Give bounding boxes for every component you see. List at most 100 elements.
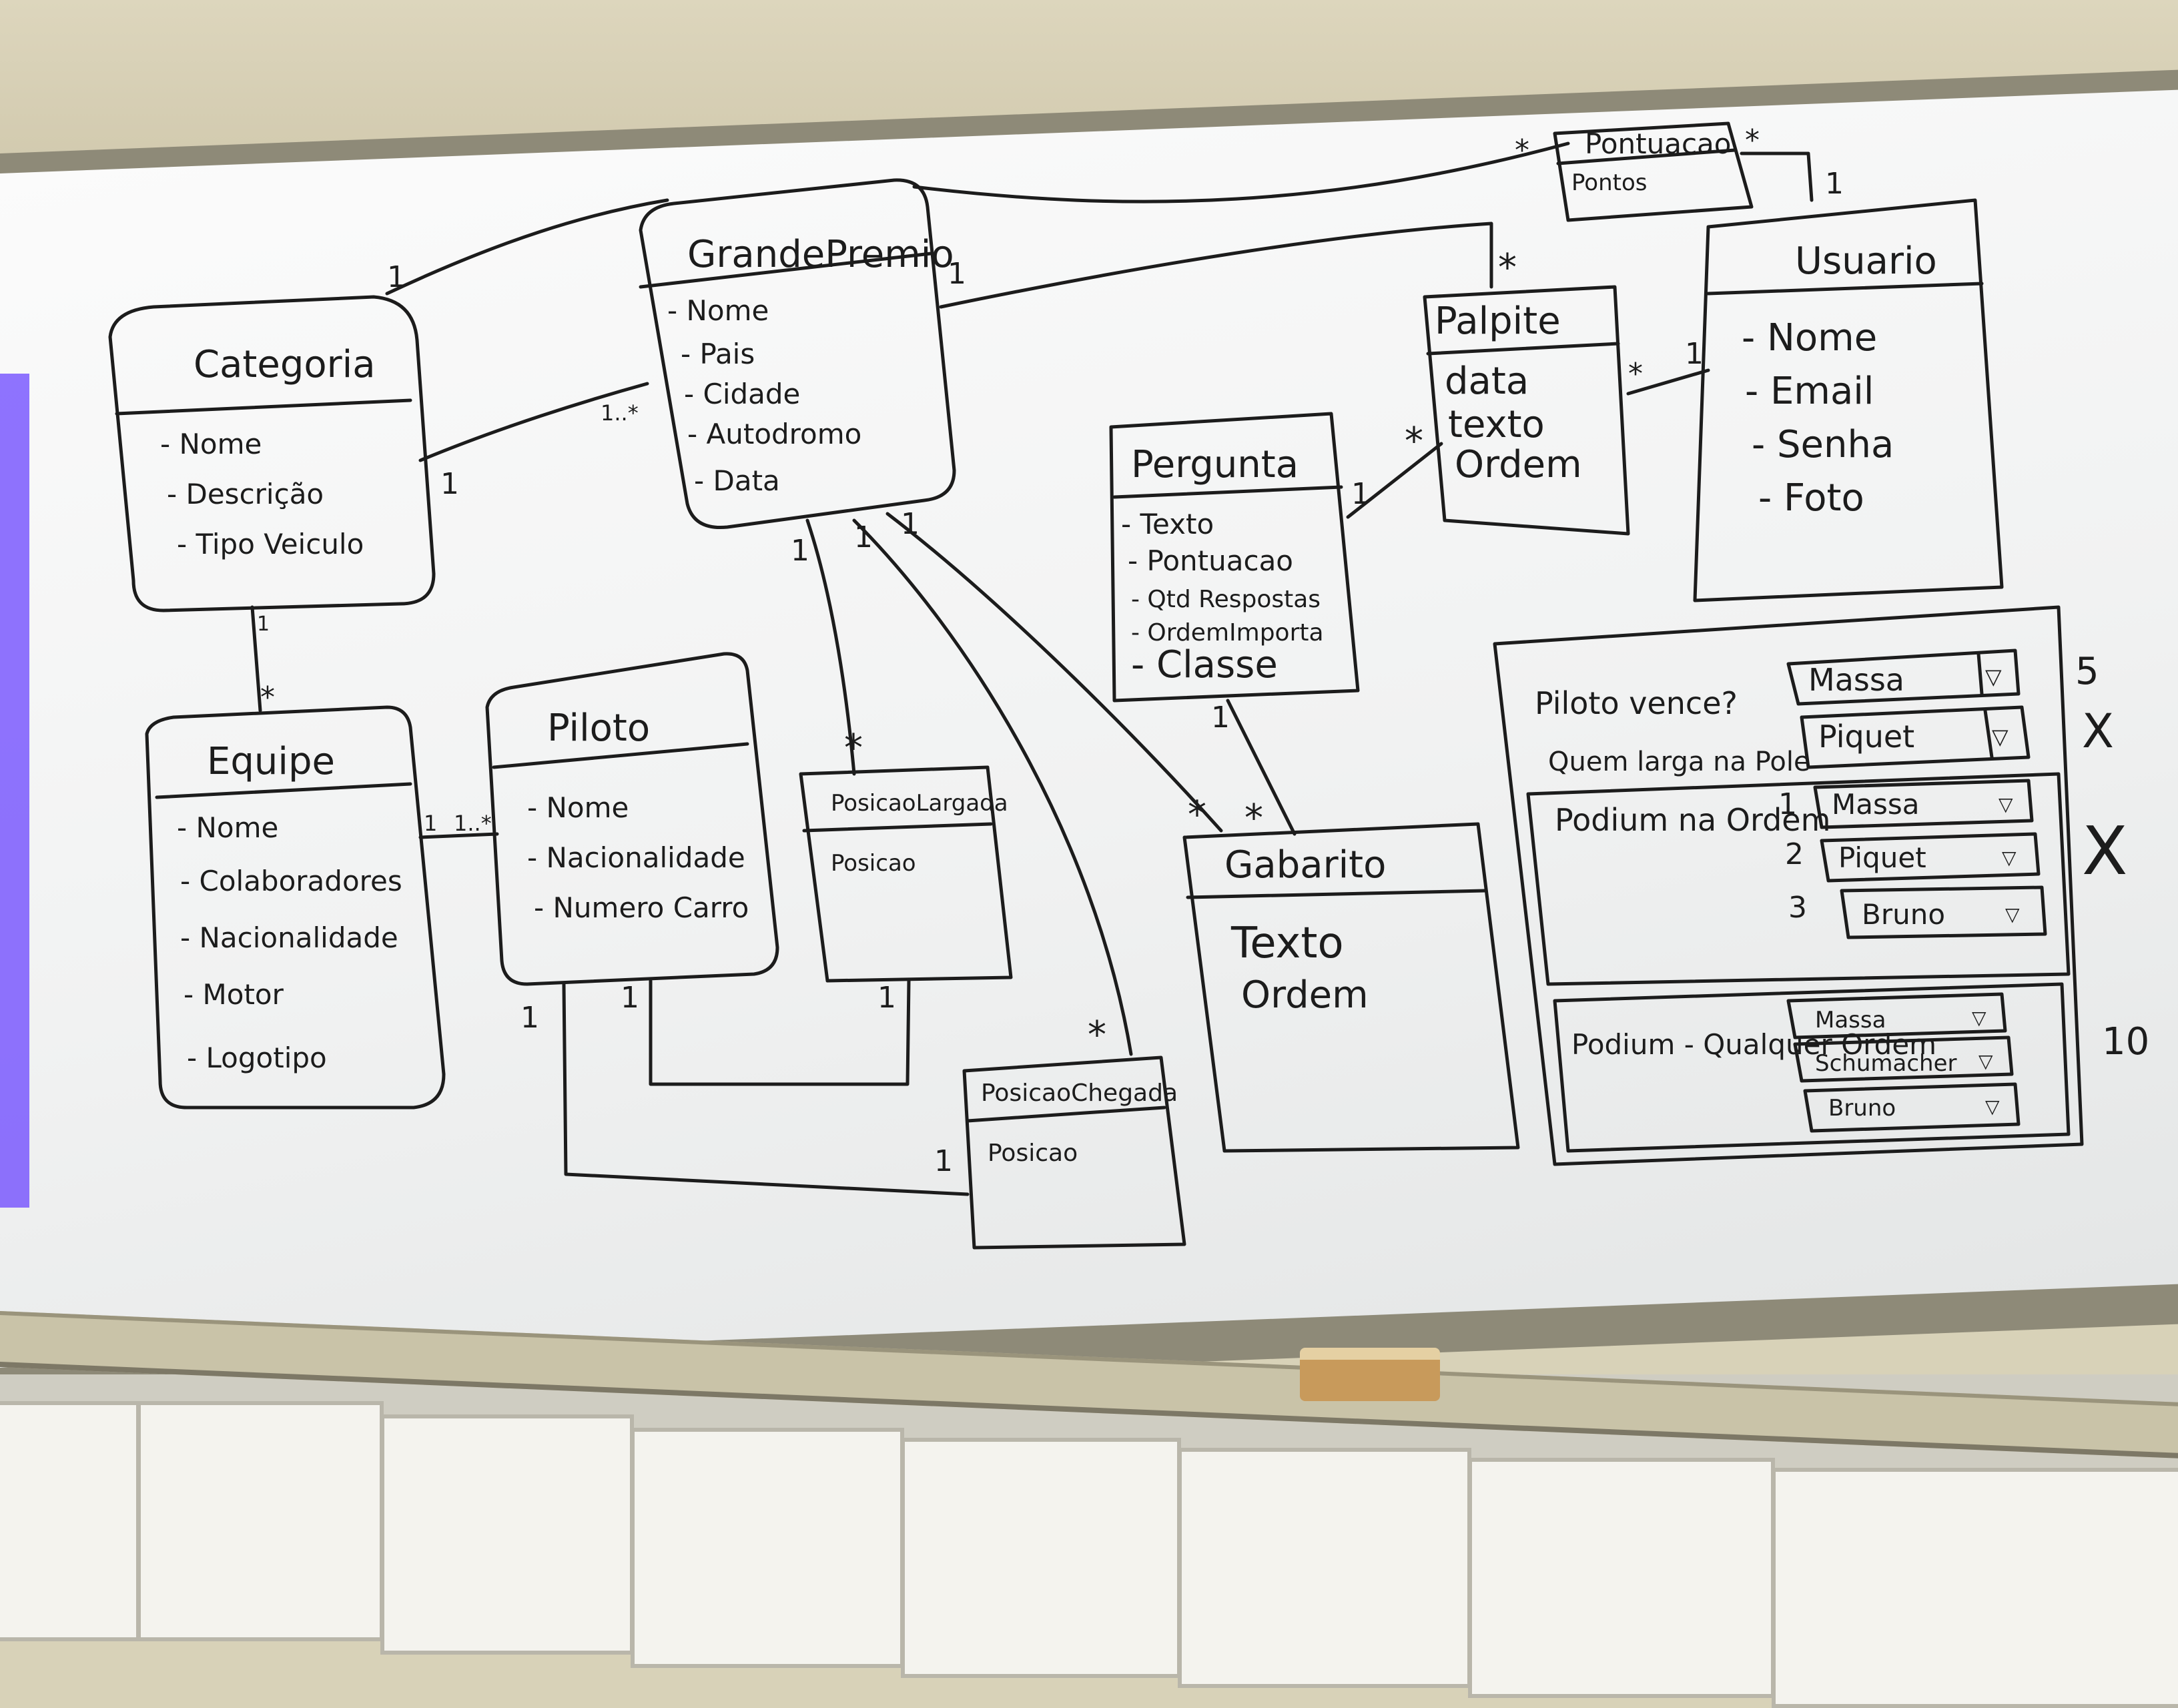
- class-title: Palpite: [1435, 300, 1561, 343]
- attr: - Colaboradores: [180, 865, 402, 897]
- question-label: Podium na Ordem: [1555, 802, 1830, 838]
- class-pontuacao: Pontuacao Pontos: [1553, 121, 1754, 222]
- select-box: [1813, 779, 2034, 829]
- dropdown-arrow-icon: ▽: [1992, 724, 2009, 749]
- line-categoria-equipe: [250, 605, 262, 713]
- attr: - Nome: [177, 811, 278, 844]
- class-palpite: Palpite data texto Ordem: [1423, 285, 1630, 536]
- multiplicity: 1: [854, 520, 873, 554]
- multiplicity: 1: [1211, 701, 1230, 735]
- line-categoria-gp-top: [385, 198, 669, 296]
- multiplicity: 1: [1351, 477, 1370, 511]
- multiplicity: 1..*: [601, 400, 639, 426]
- class-posicaolargada: PosicaoLargada Posicao: [799, 765, 1013, 983]
- multiplicity: 1: [791, 534, 809, 568]
- multiplicity: *: [1088, 1013, 1106, 1057]
- attr: - Motor: [184, 978, 284, 1011]
- attr: - Autodromo: [687, 418, 861, 450]
- select-box: [1803, 1082, 2021, 1133]
- attr: Texto: [1230, 919, 1344, 968]
- select-box: [1786, 992, 2007, 1039]
- line-gp-gabarito: [885, 512, 1223, 833]
- multiplicity: 1: [877, 981, 896, 1015]
- score: 5: [2075, 650, 2099, 693]
- attr: - Nacionalidade: [180, 921, 398, 954]
- multiplicity: 1..*: [454, 811, 492, 836]
- attr: - Nome: [667, 294, 769, 327]
- multiplicity: *: [1405, 420, 1423, 463]
- select-value: Piquet: [1818, 719, 1914, 755]
- podium-group: [1526, 772, 2071, 986]
- question-label: Piloto vence?: [1535, 685, 1738, 721]
- question-label: Quem larga na Pole: [1548, 747, 1810, 777]
- tile: [380, 1414, 634, 1655]
- line-gp-pontuacao: [912, 141, 1570, 203]
- multiplicity: *: [1498, 246, 1517, 290]
- multiplicity-labels: 1 1 1..* * * 1 1 * * 1 1 * 1 * 1 1..* 1 …: [257, 123, 1844, 1178]
- attr: texto: [1448, 403, 1545, 446]
- attr: - Nome: [527, 791, 629, 824]
- multiplicity: 1: [1685, 337, 1704, 371]
- score: X: [2082, 704, 2114, 759]
- class-posicaochegada: PosicaoChegada Posicao: [962, 1055, 1186, 1250]
- attr: data: [1445, 360, 1529, 403]
- multiplicity: *: [260, 681, 275, 715]
- attr: Pontos: [1571, 169, 1648, 196]
- line-pergunta-palpite: [1346, 442, 1443, 519]
- attr: Ordem: [1241, 973, 1369, 1017]
- multiplicity: 1: [440, 467, 459, 501]
- select-value: Schumacher: [1815, 1050, 1956, 1077]
- line-piloto-posicaolargada: [649, 979, 911, 1086]
- line-gp-posicaochegada: [852, 518, 1133, 1056]
- select-value: Massa: [1815, 1007, 1886, 1033]
- attr: - Nome: [1742, 316, 1877, 360]
- rank: 2: [1785, 837, 1804, 871]
- multiplicity: 1: [424, 811, 437, 836]
- class-grandepremio: GrandePremio - Nome - Pais - Cidade - Au…: [639, 178, 956, 530]
- multiplicity: 1: [1825, 167, 1844, 201]
- multiplicity: 1: [257, 612, 270, 636]
- select-box: [1840, 885, 2047, 939]
- eraser: [1300, 1348, 1440, 1401]
- dropdown-arrow-icon: ▽: [1985, 664, 2002, 689]
- multiplicity: 1: [621, 981, 639, 1015]
- select-value: Massa: [1808, 662, 1904, 698]
- line-usuario-pontuacao: [1740, 151, 1814, 202]
- mockup-frame: [1493, 605, 2084, 1166]
- attr: - Nacionalidade: [527, 841, 745, 874]
- attr: - OrdemImporta: [1131, 619, 1324, 647]
- projector-light: [0, 374, 29, 1208]
- multiplicity: *: [1745, 123, 1760, 157]
- class-title: Gabarito: [1224, 843, 1386, 887]
- attr: - Classe: [1131, 643, 1278, 687]
- class-title: Categoria: [194, 343, 376, 386]
- attr: - Logotipo: [187, 1041, 327, 1074]
- multiplicity: *: [844, 727, 863, 770]
- multiplicity: 1: [934, 1144, 953, 1178]
- line-piloto-posicaochegada: [562, 982, 970, 1196]
- line-gp-posicaolargada: [805, 518, 856, 776]
- line-palpite-usuario: [1626, 368, 1710, 396]
- attr: - Texto: [1121, 508, 1214, 540]
- multiplicity: 1: [520, 1001, 539, 1035]
- multiplicity: *: [1244, 797, 1263, 840]
- attr: - Cidade: [684, 378, 800, 410]
- select-box: [1800, 705, 2031, 769]
- attr: - Tipo Veiculo: [177, 528, 364, 560]
- select-value: Bruno: [1862, 898, 1945, 931]
- dropdown-arrow-icon: ▽: [1978, 1050, 1993, 1072]
- line-categoria-gp: [418, 382, 649, 462]
- class-title: Pontuacao: [1585, 127, 1732, 160]
- attr: - Pontuacao: [1128, 544, 1293, 577]
- attr: - Numero Carro: [534, 891, 749, 924]
- select-box: [1786, 649, 2021, 706]
- dropdown-arrow-icon: ▽: [1999, 793, 2013, 815]
- attr: Posicao: [988, 1140, 1078, 1167]
- dropdown-arrow-icon: ▽: [1972, 1007, 1986, 1029]
- dropdown-arrow-icon: ▽: [2005, 903, 2020, 925]
- select-value: Piquet: [1838, 841, 1926, 874]
- multiplicity: *: [1515, 133, 1529, 167]
- class-title: Usuario: [1795, 240, 1937, 283]
- select-value: Bruno: [1828, 1095, 1896, 1122]
- tile: [631, 1428, 904, 1668]
